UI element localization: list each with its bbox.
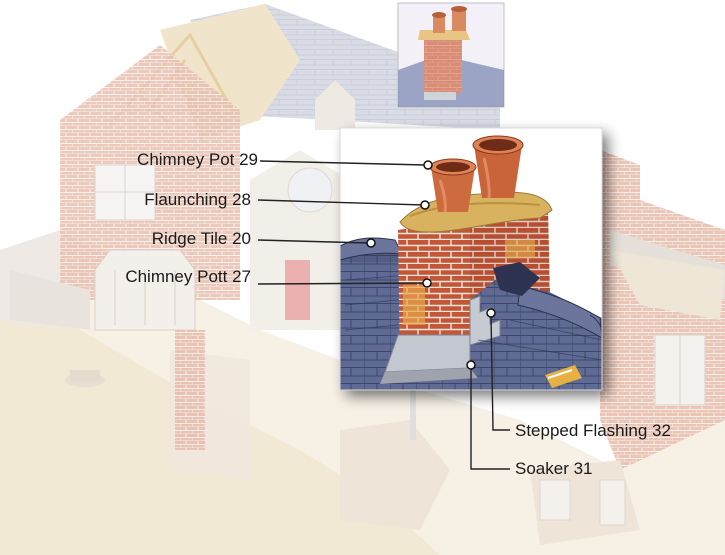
- label-chimney-pott-27: Chimney Pott 27: [125, 267, 251, 286]
- leader-lines: [257, 160, 510, 470]
- leader-chimney-pot: [259, 160, 427, 166]
- leader-soaker: [470, 366, 510, 470]
- leader-ridge-tile: [257, 239, 370, 244]
- leader-dots: [366, 160, 496, 370]
- label-flaunching-28: Flaunching 28: [144, 190, 251, 209]
- label-stepped-flashing-32: Stepped Flashing 32: [515, 421, 671, 440]
- label-soaker-31: Soaker 31: [515, 459, 593, 478]
- chimney-thumbnail: [397, 2, 505, 108]
- leader-flaunching: [257, 199, 425, 206]
- leader-stepped-flashing: [490, 313, 510, 431]
- label-chimney-pot-29: Chimney Pot 29: [137, 150, 258, 169]
- chimney-detail-illustration: [340, 128, 602, 390]
- faded-house-background: [0, 4, 725, 555]
- label-ridge-tile-20: Ridge Tile 20: [151, 229, 251, 248]
- leader-chimney-pott: [257, 282, 427, 285]
